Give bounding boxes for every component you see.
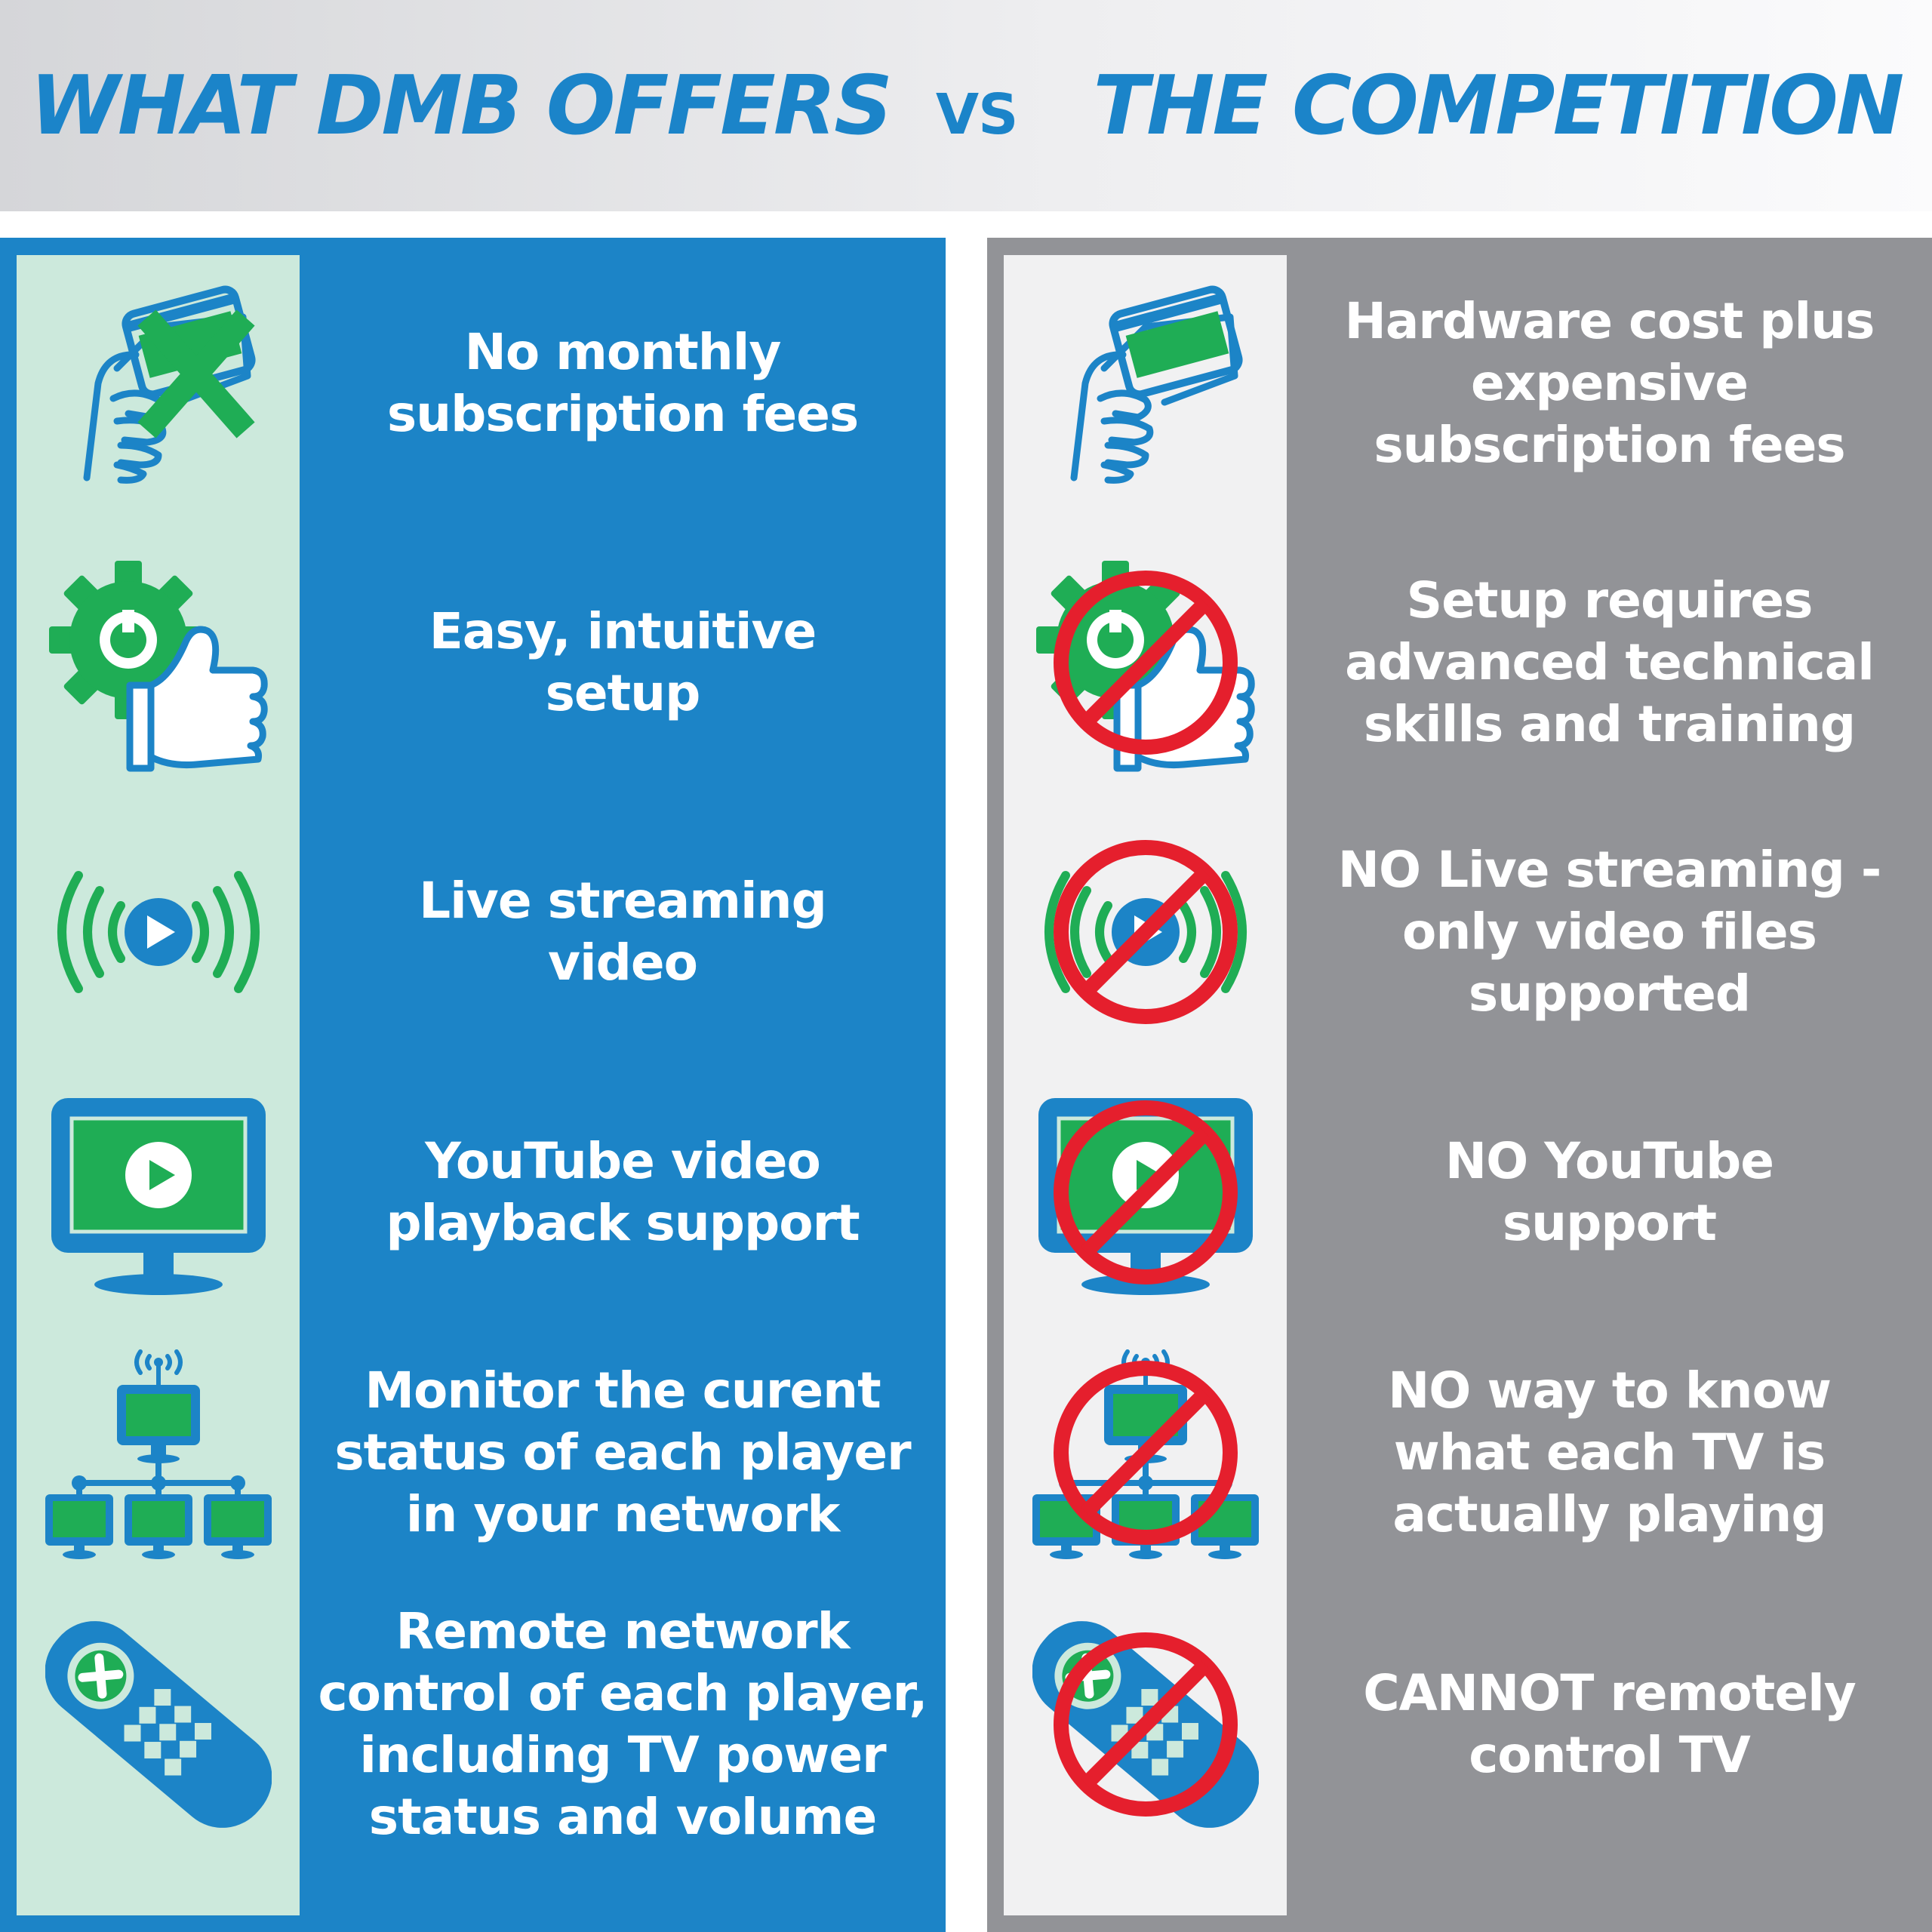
no-monitor-play-icon [1004,1064,1287,1321]
network-monitors-icon [17,1324,300,1581]
competition-row-subscription: Hardware cost plus expensive subscriptio… [987,255,1932,512]
competition-row-streaming: NO Live streaming - only video files sup… [987,804,1932,1060]
dmb-panel: No monthly subscription fees Easy, intui… [0,238,946,1932]
dmb-row-remote: Remote network control of each player, i… [0,1596,946,1853]
dmb-title: WHAT DMB OFFERS [29,58,893,153]
dmb-row-youtube: YouTube video playback support [0,1064,946,1321]
header-banner: WHAT DMB OFFERS VS THE COMPETITION [0,0,1932,211]
dmb-row-setup: Easy, intuitive setup [0,534,946,791]
competition-feature-text: NO YouTube support [1444,1132,1774,1252]
live-stream-play-icon [17,804,300,1060]
card-payment-icon [1004,255,1287,512]
no-live-stream-icon [1004,804,1287,1060]
headline: WHAT DMB OFFERS VS THE COMPETITION [29,58,1905,153]
dmb-feature-text: Remote network control of each player, i… [318,1602,928,1846]
competition-title: THE COMPETITION [1093,58,1904,153]
dmb-row-monitor: Monitor the curent status of each player… [0,1324,946,1581]
no-remote-control-icon [1004,1596,1287,1853]
competition-feature-text: NO Live streaming - only video files sup… [1337,841,1881,1023]
competition-row-remote: CANNOT remotely control TV [987,1596,1932,1853]
competition-feature-text: Setup requires advanced technical skills… [1345,571,1875,753]
dmb-feature-text: YouTube video playback support [386,1132,860,1252]
dmb-feature-text: Live streaming video [419,872,827,992]
dmb-feature-text: Easy, intuitive setup [429,602,817,722]
no-gear-thumbs-up-icon [1004,534,1287,791]
card-crossed-out-icon [17,255,300,512]
dmb-feature-text: No monthly subscription fees [386,323,859,443]
gear-thumbs-up-icon [17,534,300,791]
dmb-row-subscription: No monthly subscription fees [0,255,946,512]
monitor-play-icon [17,1064,300,1321]
no-network-monitors-icon [1004,1324,1287,1581]
competition-row-monitor: NO way to know what each TV is actually … [987,1324,1932,1581]
dmb-feature-text: Monitor the curent status of each player… [334,1361,911,1543]
competition-feature-text: NO way to know what each TV is actually … [1388,1361,1832,1543]
dmb-row-streaming: Live streaming video [0,804,946,1060]
competition-row-setup: Setup requires advanced technical skills… [987,534,1932,791]
competition-feature-text: Hardware cost plus expensive subscriptio… [1344,292,1875,474]
competition-row-youtube: NO YouTube support [987,1064,1932,1321]
vs-label: VS [935,82,1019,147]
remote-control-icon [17,1596,300,1853]
competition-panel: Hardware cost plus expensive subscriptio… [987,238,1932,1932]
competition-feature-text: CANNOT remotely control TV [1363,1664,1856,1784]
